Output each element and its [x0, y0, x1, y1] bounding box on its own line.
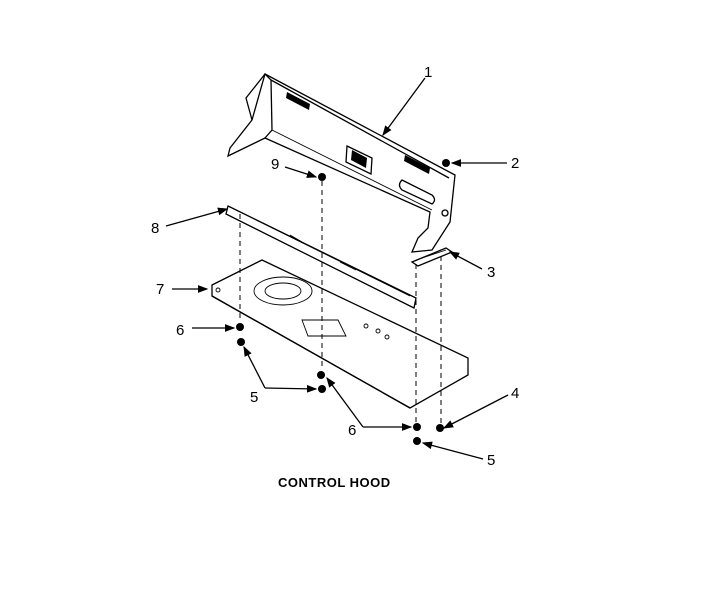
callout-3: 3: [487, 264, 495, 281]
part-4-screw: [436, 424, 444, 432]
callout-5-right: 5: [487, 452, 495, 469]
callout-7: 7: [156, 281, 164, 298]
part-6-nut-center: [317, 371, 325, 379]
part-5-screw-right: [413, 437, 421, 445]
part-6-nut-left: [236, 323, 244, 331]
callout-6-center: 6: [348, 422, 356, 439]
callout-2: 2: [511, 155, 519, 172]
part-9-nut: [318, 173, 326, 181]
callout-6-left: 6: [176, 322, 184, 339]
part-2-clip: [442, 159, 450, 167]
part-6-nut-right: [413, 423, 421, 431]
callout-4: 4: [511, 385, 519, 402]
part-7-control-panel: [211, 259, 469, 409]
callout-8: 8: [151, 220, 159, 237]
diagram-title: CONTROL HOOD: [278, 475, 391, 490]
callout-1: 1: [424, 64, 432, 81]
part-5-screw-left: [237, 338, 245, 346]
part-control-hood-panel: [227, 73, 456, 253]
assembly-guide-lines: [239, 181, 442, 424]
callout-9: 9: [271, 156, 279, 173]
part-5-screw-center: [318, 385, 326, 393]
callout-5-left: 5: [250, 389, 258, 406]
leader-lines: [165, 77, 509, 460]
